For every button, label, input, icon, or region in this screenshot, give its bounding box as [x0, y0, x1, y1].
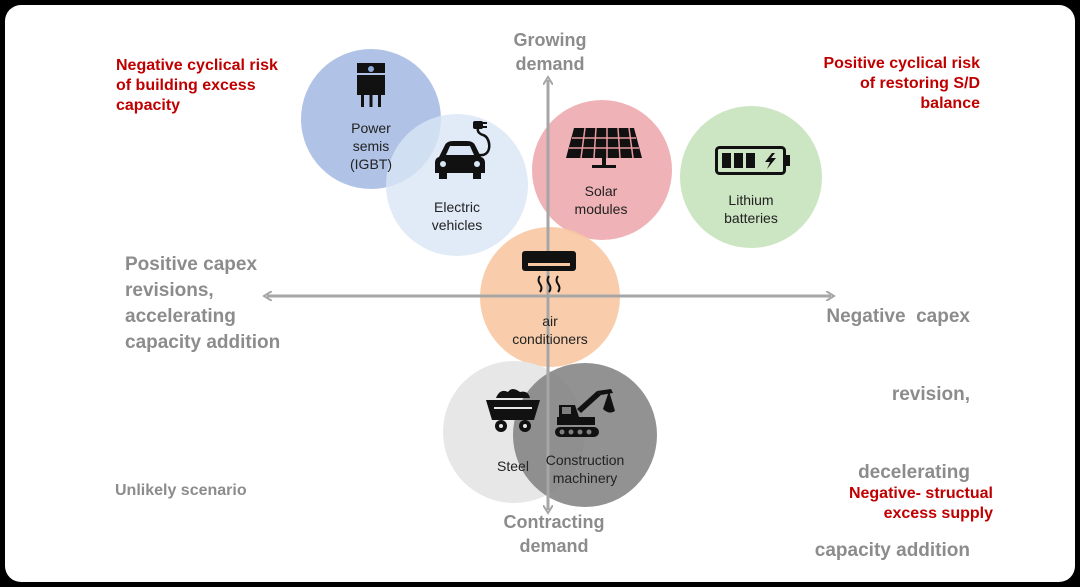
solar-panel-icon: [566, 127, 642, 168]
lithium-batteries-circle: [680, 106, 822, 248]
bottom-right-quadrant-label: Negative- structual excess supply: [773, 484, 993, 524]
top-right-line-3: balance: [920, 95, 980, 112]
steel-line-1: Steel: [497, 458, 529, 474]
battery-icon: [715, 146, 790, 175]
construction-machinery-label: Construction machinery: [535, 451, 635, 487]
contracting-demand-label: Contracting demand: [479, 510, 629, 558]
diagram-panel: Power semis (IGBT) Electric vehicles Sol…: [5, 5, 1075, 582]
electric-vehicles-line-2: vehicles: [431, 217, 483, 233]
bottom-left-quadrant-label: Unlikely scenario: [115, 482, 247, 499]
solar-modules-line-1: Solar: [584, 183, 618, 199]
top-right-line-2: of restoring S/D: [859, 75, 980, 92]
excavator-icon: [555, 389, 615, 437]
construction-machinery-line-2: machinery: [552, 470, 618, 486]
negative-capex-line-3: decelerating: [858, 462, 970, 483]
electric-vehicles-label: Electric vehicles: [407, 198, 507, 234]
positive-capex-line-2: revisions,: [125, 280, 214, 301]
growing-demand-line-2: demand: [515, 54, 585, 74]
top-left-line-1: Negative cyclical risk: [116, 57, 278, 74]
growing-demand-label: Growing demand: [490, 28, 610, 76]
growing-demand-line-1: Growing: [513, 30, 587, 50]
air-conditioners-line-2: conditioners: [512, 331, 588, 347]
solar-modules-circle: [532, 100, 672, 240]
lithium-batteries-line-2: batteries: [724, 210, 778, 226]
air-conditioner-icon: [522, 251, 576, 293]
bottom-right-line-1: Negative- structual: [848, 485, 993, 502]
negative-capex-line-4: capacity addition: [814, 540, 970, 561]
top-left-line-2: of building excess: [116, 77, 256, 94]
quadrant-diagram: [5, 49, 1075, 582]
negative-capex-label: Negative capex revision, decelerating ca…: [740, 252, 970, 582]
contracting-demand-line-2: demand: [519, 536, 589, 556]
mine-cart-icon: [486, 389, 540, 432]
positive-capex-line-3: accelerating: [125, 306, 236, 327]
air-conditioners-line-1: air: [542, 313, 558, 329]
solar-modules-label: Solar modules: [551, 182, 651, 218]
lithium-batteries-line-1: Lithium: [728, 192, 774, 208]
power-semis-line-2: semis: [352, 138, 390, 154]
positive-capex-label: Positive capex revisions, accelerating c…: [125, 252, 355, 356]
power-semis-line-1: Power: [351, 120, 391, 136]
negative-capex-line-1: Negative capex: [826, 306, 970, 327]
power-semis-line-3: (IGBT): [350, 156, 392, 172]
top-left-quadrant-label: Negative cyclical risk of building exces…: [116, 56, 336, 116]
lithium-batteries-label: Lithium batteries: [701, 191, 801, 227]
air-conditioners-label: air conditioners: [495, 312, 605, 348]
power-semis-label: Power semis (IGBT): [321, 119, 421, 173]
solar-modules-line-2: modules: [574, 201, 628, 217]
contracting-demand-line-1: Contracting: [503, 512, 605, 532]
top-right-quadrant-label: Positive cyclical risk of restoring S/D …: [760, 54, 980, 114]
electric-vehicles-circle: [386, 114, 528, 256]
construction-machinery-line-1: Construction: [545, 452, 625, 468]
bottom-right-line-2: excess supply: [883, 505, 993, 522]
steel-label: Steel: [483, 457, 543, 475]
negative-capex-line-2: revision,: [891, 384, 970, 405]
positive-capex-line-4: capacity addition: [125, 332, 281, 353]
ev-car-icon: [435, 121, 491, 179]
top-left-line-3: capacity: [116, 97, 181, 114]
positive-capex-line-1: Positive capex: [125, 254, 258, 275]
top-right-line-1: Positive cyclical risk: [823, 55, 980, 72]
chip-icon: [357, 63, 385, 107]
electric-vehicles-line-1: Electric: [434, 199, 480, 215]
